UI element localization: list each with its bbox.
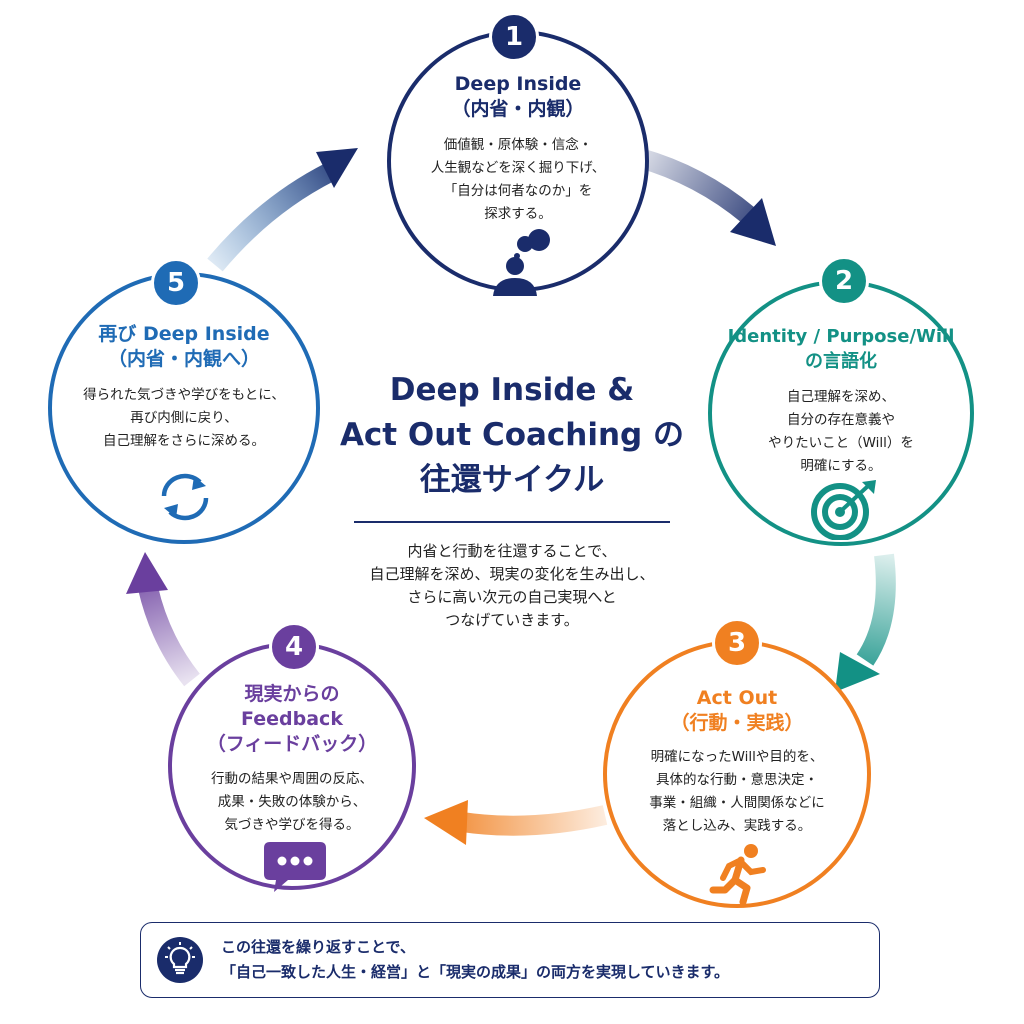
cycle-icon: [161, 473, 209, 521]
arrow-4-to-5: [126, 552, 200, 687]
step-1-description: 価値観・原体験・信念・ 人生観などを深く掘り下げ、 「自分は何者なのか」を 探求…: [430, 137, 606, 222]
lightbulb-icon: [157, 937, 203, 983]
footer-text: この往還を繰り返すことで、 「自己一致した人生・経営」と「現実の成果」の両方を実…: [221, 938, 730, 981]
arrow-2-to-3: [835, 553, 896, 692]
center-divider: [354, 521, 670, 523]
step-3-number-badge: 3: [712, 618, 762, 668]
step-1-number-badge: 1: [489, 12, 539, 62]
step-5-title: 再び Deep Inside （内省・内観へ）: [98, 323, 270, 370]
step-2-circle: Identity / Purpose/Will の言語化 自己理解を深め、 自分…: [708, 280, 974, 546]
step-2-description: 自己理解を深め、 自分の存在意義や やりたいこと（Will）を 明確にする。: [768, 389, 914, 474]
person-thinking-icon: [493, 229, 550, 296]
arrow-5-to-1: [207, 148, 358, 272]
chat-bubble-icon: [264, 842, 326, 892]
footer-note: この往還を繰り返すことで、 「自己一致した人生・経営」と「現実の成果」の両方を実…: [140, 922, 880, 998]
target-icon: [811, 480, 876, 540]
center-description: 内省と行動を往還することで、 自己理解を深め、現実の変化を生み出し、 さらに高い…: [369, 542, 655, 629]
step-1-circle: Deep Inside （内省・内観） 価値観・原体験・信念・ 人生観などを深く…: [387, 30, 649, 296]
step-5-number-badge: 5: [151, 258, 201, 308]
step-4-number-badge: 4: [269, 622, 319, 672]
step-2-title: Identity / Purpose/Will の言語化: [727, 326, 955, 372]
step-3-circle: Act Out （行動・実践） 明確になったWillや目的を、 具体的な行動・意…: [603, 640, 871, 908]
center-title: Deep Inside & Act Out Coaching の 往還サイクル: [339, 372, 685, 498]
step-3-title: Act Out （行動・実践）: [670, 687, 804, 734]
step-5-circle: 再び Deep Inside （内省・内観へ） 得られた気づきや学びをもとに、 …: [48, 272, 320, 544]
arrow-1-to-2: [637, 148, 776, 246]
step-3-description: 明確になったWillや目的を、 具体的な行動・意思決定・ 事業・組織・人間関係な…: [649, 749, 825, 834]
step-4-title: 現実からの Feedback （フィードバック）: [206, 683, 378, 755]
arrow-3-to-4: [424, 800, 608, 845]
step-2-number-badge: 2: [819, 256, 869, 306]
step-4-circle: 現実からの Feedback （フィードバック） 行動の結果や周囲の反応、 成果…: [168, 642, 416, 892]
step-4-description: 行動の結果や周囲の反応、 成果・失敗の体験から、 気づきや学びを得る。: [211, 771, 373, 833]
step-1-title: Deep Inside （内省・内観）: [451, 73, 585, 120]
running-person-icon: [709, 844, 766, 904]
step-5-description: 得られた気づきや学びをもとに、 再び内側に戻り、 自己理解をさらに深める。: [83, 387, 285, 449]
